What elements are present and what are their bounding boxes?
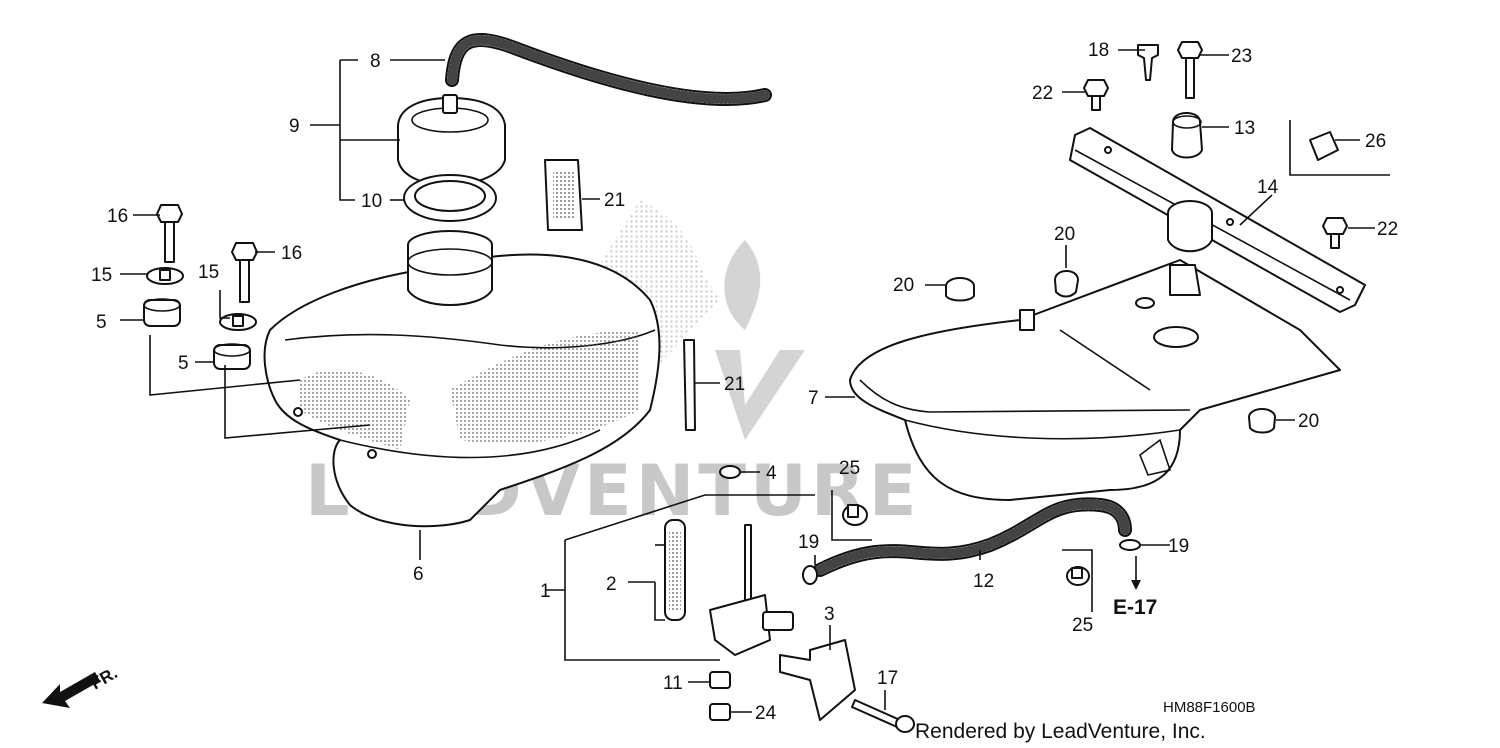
callout-18: 18	[1088, 40, 1109, 61]
credit-text: Rendered by LeadVenture, Inc.	[915, 720, 1206, 743]
front-arrow-icon	[42, 672, 100, 708]
screw-24	[709, 703, 731, 721]
grommet-20-right	[1248, 408, 1276, 434]
breather-tube	[445, 33, 772, 106]
callout-16-right: 16	[281, 243, 302, 264]
callout-26: 26	[1365, 131, 1386, 152]
leader-lines	[120, 49, 1375, 713]
callout-25-upper: 25	[839, 458, 860, 479]
grommet-20-top	[1054, 270, 1079, 298]
valve-lever-3	[779, 639, 856, 721]
collar-15-left	[146, 267, 184, 285]
grommet-5-right	[213, 343, 251, 370]
washer-4	[719, 465, 741, 479]
callout-14: 14	[1257, 177, 1279, 198]
callout-1: 1	[540, 581, 551, 602]
cap-gasket	[403, 174, 497, 222]
front-marker: FR.	[88, 663, 121, 693]
diagram-code: HM88F1600B	[1163, 699, 1256, 716]
callout-2: 2	[606, 574, 617, 595]
callout-9: 9	[289, 116, 300, 137]
callout-10: 10	[361, 191, 382, 212]
bolt-16-left	[156, 204, 183, 263]
valve-assembly-box	[564, 494, 815, 661]
callout-6: 6	[413, 564, 424, 585]
callout-20-top: 20	[1054, 224, 1075, 245]
callout-21-upper: 21	[604, 190, 625, 211]
hose-clamp-25-upper	[831, 490, 872, 541]
callout-15-right: 15	[198, 262, 219, 283]
collar-15-right	[219, 313, 257, 331]
callout-23: 23	[1231, 46, 1252, 67]
bracket-14	[1069, 127, 1366, 313]
fuel-strainer	[664, 519, 686, 621]
callout-22-upper: 22	[1032, 83, 1053, 104]
tank-band-upper	[544, 159, 583, 231]
hose-clip-19-right	[1119, 539, 1141, 551]
tank-tray	[849, 259, 1341, 501]
section-arrow	[1131, 556, 1141, 590]
callout-16-left: 16	[107, 206, 128, 227]
callout-labels: 1 2 3 4 5 5 6 7 8 9 10 11 12 13 14 15 15…	[91, 40, 1398, 724]
grommet-20-left	[945, 277, 975, 302]
fuel-tank	[263, 230, 661, 528]
callout-4: 4	[766, 463, 777, 484]
clip-26	[1289, 120, 1390, 176]
tank-band-lower	[683, 339, 696, 431]
bolt-22-upper	[1083, 79, 1109, 111]
callout-19-right: 19	[1168, 536, 1189, 557]
bolt-23	[1177, 41, 1203, 99]
fuel-hose	[813, 497, 1132, 577]
callout-25-lower: 25	[1072, 615, 1093, 636]
callout-20-left: 20	[893, 275, 914, 296]
callout-20-right: 20	[1298, 411, 1319, 432]
callout-8: 8	[370, 51, 381, 72]
rubber-mount-13	[1171, 112, 1203, 159]
callout-12: 12	[973, 571, 994, 592]
grommet-5-left	[143, 298, 181, 327]
fuel-valve	[709, 524, 794, 656]
bolt-22-right	[1322, 217, 1348, 249]
callout-5-lower: 5	[178, 353, 189, 374]
callout-21-lower: 21	[724, 374, 745, 395]
callout-19-left: 19	[798, 532, 819, 553]
callout-5-upper: 5	[96, 312, 107, 333]
callout-15-left: 15	[91, 265, 112, 286]
callout-11: 11	[663, 673, 683, 694]
hose-clip-19-left	[802, 565, 818, 585]
hose-clamp-25-lower	[1062, 549, 1093, 612]
clip-18	[1137, 44, 1159, 81]
bolt-17	[851, 699, 915, 733]
callout-7: 7	[808, 388, 819, 409]
section-reference: E-17	[1113, 596, 1157, 619]
bolt-16-right	[231, 242, 258, 303]
callout-13: 13	[1234, 118, 1255, 139]
callout-17: 17	[877, 668, 898, 689]
nut-11	[709, 671, 731, 689]
fuel-cap	[397, 94, 506, 186]
callout-3: 3	[824, 604, 835, 625]
callout-24: 24	[755, 703, 777, 724]
callout-22-right: 22	[1377, 219, 1398, 240]
